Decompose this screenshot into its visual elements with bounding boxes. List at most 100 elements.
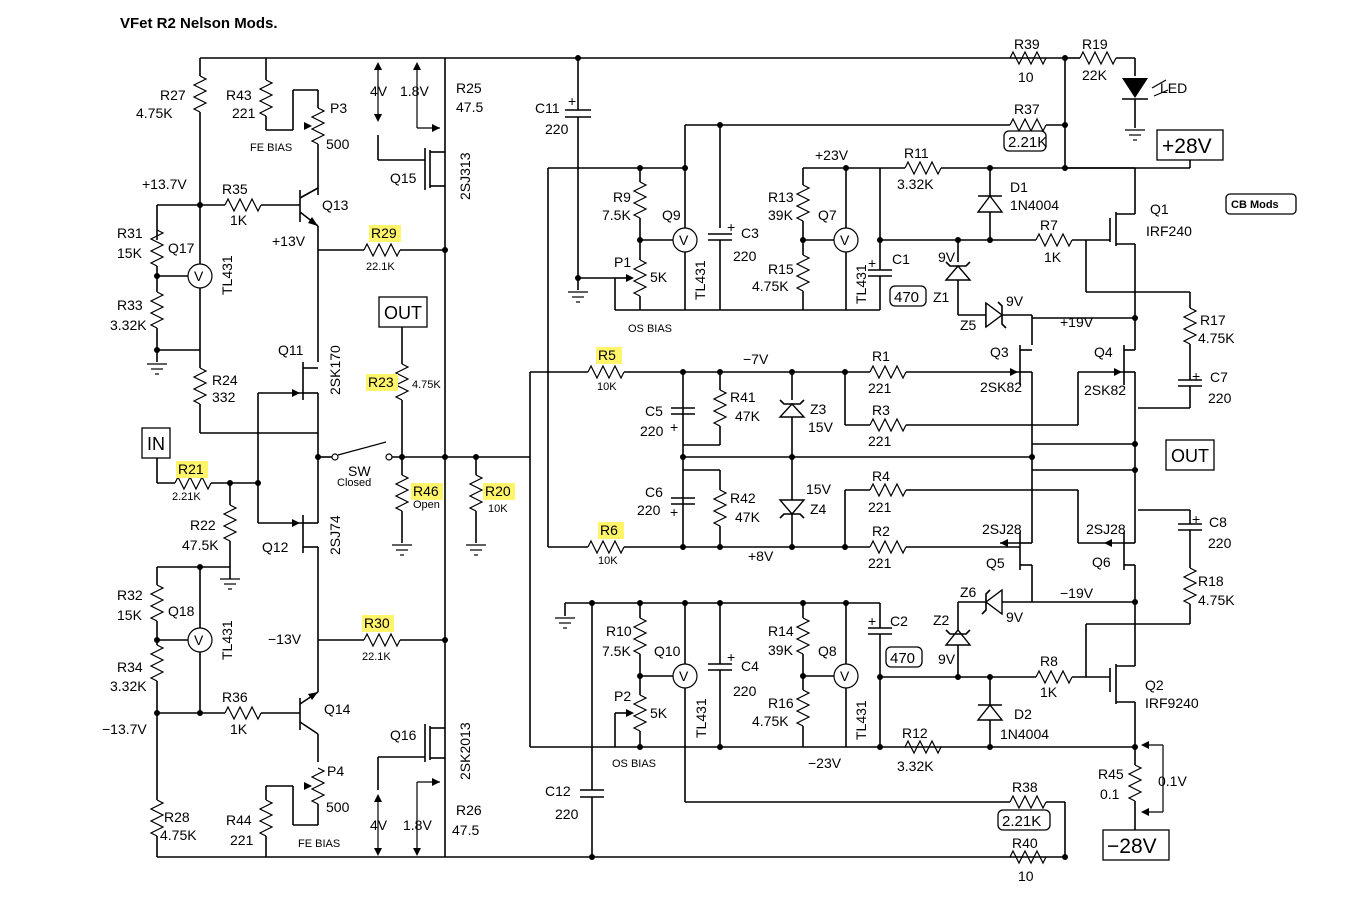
- svg-text:220: 220: [555, 806, 579, 822]
- svg-text:220: 220: [637, 502, 661, 518]
- switch-sw[interactable]: SW Closed: [315, 441, 448, 489]
- resistor-r42: R42 47K: [683, 469, 761, 535]
- regulator-q17: V R31 15K Q17 TL431 R33 3.32K: [110, 205, 235, 375]
- svg-text:221: 221: [868, 499, 892, 515]
- svg-text:+: +: [727, 649, 735, 665]
- svg-text:5K: 5K: [650, 705, 668, 721]
- svg-text:C4: C4: [741, 658, 759, 674]
- svg-text:−7V: −7V: [743, 351, 769, 367]
- svg-text:0.1V: 0.1V: [1158, 773, 1187, 789]
- resistors-r4-r2: R4 221 R2 221: [842, 468, 1079, 571]
- svg-text:1K: 1K: [230, 212, 248, 228]
- svg-text:5K: 5K: [650, 269, 668, 285]
- capacitor-c7: + C7 220: [1138, 368, 1232, 409]
- svg-text:R8: R8: [1040, 653, 1058, 669]
- mosfet-q1: Q1 IRF240: [1109, 168, 1192, 318]
- svg-text:Z4: Z4: [810, 501, 827, 517]
- transistor-q15: Q15 2SJ313: [377, 135, 473, 200]
- svg-text:R14: R14: [768, 623, 794, 639]
- svg-text:500: 500: [326, 136, 350, 152]
- resistor-r46: R46 Open: [391, 457, 443, 556]
- svg-text:0.1: 0.1: [1100, 786, 1120, 802]
- svg-text:C2: C2: [890, 613, 908, 629]
- svg-text:+19V: +19V: [1060, 314, 1094, 330]
- svg-text:Z5: Z5: [960, 317, 977, 333]
- svg-text:Q7: Q7: [818, 207, 837, 223]
- svg-text:Q16: Q16: [390, 727, 417, 743]
- resistor-r17: R17 4.75K: [1085, 240, 1235, 380]
- svg-text:R24: R24: [212, 372, 238, 388]
- svg-text:IN: IN: [147, 434, 165, 454]
- svg-text:3.32K: 3.32K: [110, 678, 147, 694]
- capacitor-c3: + C3 220: [708, 219, 759, 310]
- svg-text:R46: R46: [413, 483, 439, 499]
- svg-text:2SJ28: 2SJ28: [982, 521, 1022, 537]
- svg-text:Q1: Q1: [1150, 201, 1169, 217]
- svg-text:221: 221: [868, 380, 892, 396]
- resistor-r38: R38 2.21K: [997, 779, 1068, 860]
- svg-text:+: +: [868, 613, 876, 629]
- output-node: [1032, 441, 1138, 473]
- input-port[interactable]: IN: [141, 427, 171, 459]
- svg-text:V: V: [679, 232, 689, 248]
- pos-rail-port[interactable]: +28V: [1062, 129, 1224, 171]
- svg-text:Q8: Q8: [818, 643, 837, 659]
- svg-text:2SK82: 2SK82: [980, 379, 1022, 395]
- svg-text:R2: R2: [872, 523, 890, 539]
- potentiometer-p4: P4 500 FE BIAS: [293, 763, 350, 850]
- input-network: R21 2.21K R22 47.5K: [156, 393, 261, 590]
- resistor-r39: R39 10: [1009, 36, 1047, 85]
- capacitor-c8: + C8 220: [1138, 509, 1232, 568]
- output-port-left[interactable]: OUT: [378, 296, 428, 328]
- svg-text:−13.7V: −13.7V: [102, 721, 147, 737]
- capacitor-c6: C6 220 +: [637, 484, 695, 520]
- svg-text:Q4: Q4: [1094, 344, 1113, 360]
- svg-text:R30: R30: [364, 615, 390, 631]
- svg-text:39K: 39K: [768, 207, 794, 223]
- svg-text:R17: R17: [1200, 312, 1226, 328]
- svg-text:Q17: Q17: [168, 240, 195, 256]
- svg-text:+: +: [670, 504, 678, 520]
- svg-text:4V: 4V: [370, 817, 388, 833]
- svg-text:TL431: TL431: [853, 700, 869, 740]
- svg-text:Open: Open: [413, 499, 440, 511]
- neg-rail-port[interactable]: −28V: [1102, 829, 1170, 861]
- svg-text:C11: C11: [535, 100, 560, 116]
- voltage-markers-bottom: 4V 1.8V: [370, 778, 440, 856]
- svg-text:R13: R13: [768, 189, 794, 205]
- svg-text:39K: 39K: [768, 642, 794, 658]
- diode-d1: D1 1N4004: [976, 165, 1059, 240]
- svg-text:SW: SW: [348, 463, 371, 479]
- capacitor-c12: C12 220: [545, 783, 604, 860]
- svg-text:P4: P4: [327, 763, 344, 779]
- top-23v-regulator: +23V V R13 39K Q7 R15 4.75K TL431: [752, 147, 905, 311]
- svg-text:−28V: −28V: [1107, 835, 1157, 858]
- capacitor-c5: C5 220 +: [640, 403, 695, 439]
- svg-text:R18: R18: [1198, 573, 1224, 589]
- svg-text:TL431: TL431: [693, 698, 709, 738]
- svg-text:Z6: Z6: [960, 584, 977, 600]
- transistor-q12: Q12 2SJ74: [258, 457, 343, 640]
- svg-text:Z1: Z1: [933, 289, 950, 305]
- svg-text:Q11: Q11: [278, 342, 304, 358]
- svg-text:R35: R35: [222, 181, 248, 197]
- svg-text:15V: 15V: [808, 419, 834, 435]
- svg-text:22.1K: 22.1K: [362, 651, 391, 663]
- svg-text:2SK170: 2SK170: [327, 345, 343, 395]
- output-port-right[interactable]: OUT: [1165, 439, 1215, 471]
- svg-text:220: 220: [640, 423, 664, 439]
- svg-text:LED: LED: [1160, 80, 1187, 96]
- svg-text:470: 470: [894, 289, 919, 306]
- svg-text:IRF9240: IRF9240: [1145, 695, 1199, 711]
- svg-text:R23: R23: [368, 374, 394, 390]
- svg-text:+: +: [868, 255, 876, 271]
- svg-text:220: 220: [733, 683, 757, 699]
- svg-text:V: V: [840, 668, 850, 684]
- svg-text:−19V: −19V: [1060, 585, 1094, 601]
- svg-text:Q13: Q13: [322, 197, 349, 213]
- resistor-r10: R10 7.5K: [602, 617, 647, 695]
- resistor-r11: R11 3.32K: [897, 145, 1135, 192]
- svg-text:OS BIAS: OS BIAS: [612, 758, 656, 770]
- input-driver-network: R5 10K −7V R6 10K +8V: [529, 347, 1035, 747]
- svg-text:220: 220: [1208, 390, 1232, 406]
